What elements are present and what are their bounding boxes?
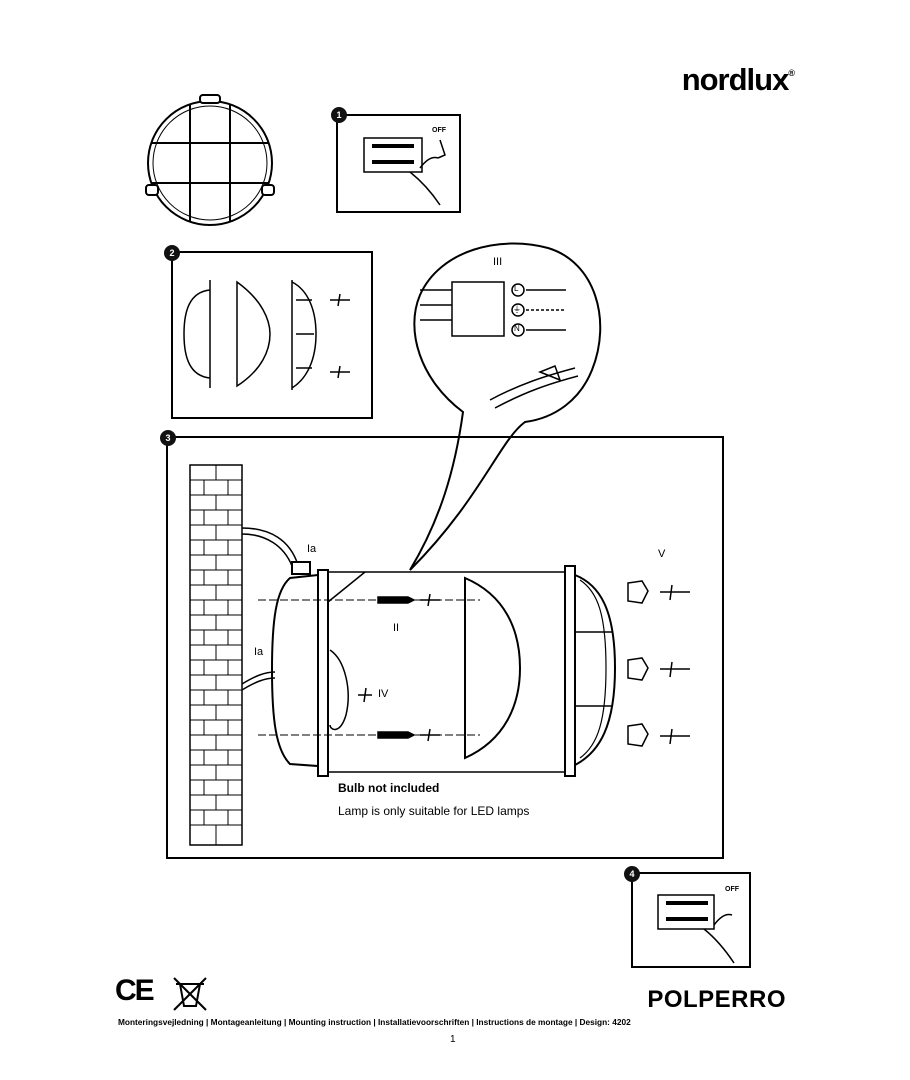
supply-cables	[241, 527, 299, 691]
grid-cover-side	[564, 565, 617, 777]
terminal-n-label: N	[514, 324, 520, 333]
ce-mark: CE	[115, 974, 155, 1007]
note-bulb-not-included: Bulb not included	[338, 781, 440, 795]
lamp-front-view	[145, 94, 275, 226]
page-number: 1	[450, 1034, 456, 1045]
switch-off-illustration	[363, 137, 446, 206]
step-3-box	[166, 436, 724, 859]
brick-wall	[189, 464, 243, 846]
wiring-roman-label: III	[493, 256, 503, 268]
switch-on-illustration	[657, 894, 735, 964]
screws	[358, 593, 440, 742]
label-ii: II	[393, 622, 400, 634]
step-2-box	[171, 251, 373, 419]
disassembly-parts	[183, 280, 350, 390]
label-ia-side: Ia	[254, 646, 264, 658]
step-1-badge: 1	[331, 107, 347, 123]
diffuser-side	[464, 576, 522, 760]
step-3-badge: 3	[160, 430, 176, 446]
switch-on-label: OFF	[725, 886, 739, 893]
weee-bin-icon	[173, 977, 207, 1011]
switch-off-label: OFF	[432, 127, 446, 134]
terminal-earth-label: ⏚	[513, 305, 521, 314]
wiring-detail-bubble	[409, 242, 602, 571]
footer-languages: Monteringsvejledning | Montageanleitung …	[118, 1017, 631, 1027]
label-v: V	[658, 548, 666, 560]
step-4-box	[631, 872, 751, 968]
step-2-badge: 2	[164, 245, 180, 261]
grid-clips	[627, 580, 690, 747]
lamp-base-side	[258, 561, 480, 777]
note-led-only: Lamp is only suitable for LED lamps	[338, 804, 530, 818]
step-1-box	[336, 114, 461, 213]
terminal-l-label: L	[514, 284, 519, 293]
step-4-badge: 4	[624, 866, 640, 882]
product-name: POLPERRO	[647, 986, 786, 1013]
brand-logo: nordlux®	[681, 62, 795, 97]
label-ia-top: Ia	[307, 543, 317, 555]
label-iv: IV	[378, 688, 389, 700]
